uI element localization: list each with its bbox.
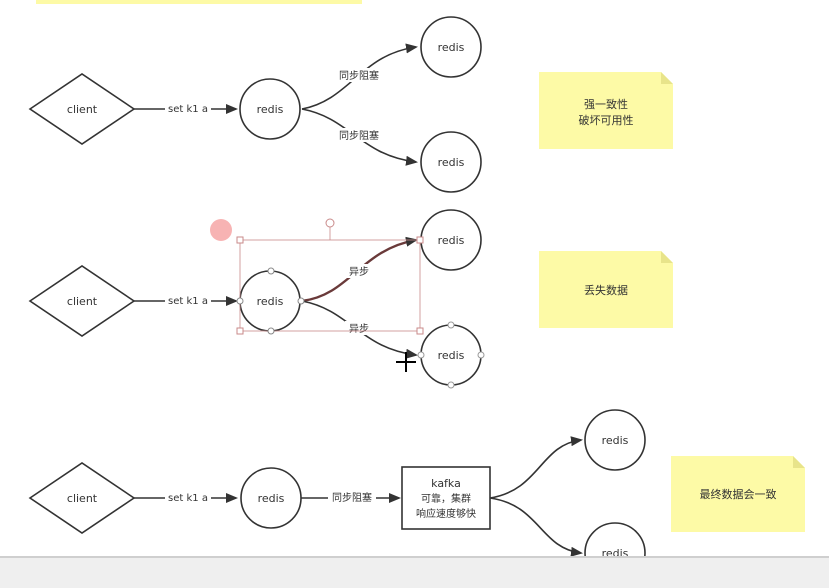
edge-label-async-bottom: 异步 bbox=[349, 323, 369, 335]
resize-handle[interactable] bbox=[416, 236, 424, 244]
edge-label-bg bbox=[165, 293, 211, 307]
edge-label-bg bbox=[345, 264, 373, 278]
kafka-line-1: kafka bbox=[431, 477, 461, 490]
kafka-line-3: 响应速度够快 bbox=[416, 507, 476, 520]
note-line-1: 强一致性 bbox=[584, 97, 628, 111]
edge-label-bg bbox=[345, 321, 373, 335]
redis-top-label: redis bbox=[602, 434, 629, 447]
edge-label-bg bbox=[165, 490, 211, 504]
edge-label-bg bbox=[335, 128, 383, 142]
resize-handle[interactable] bbox=[236, 236, 244, 244]
sticky-note[interactable]: 最终数据会一致 bbox=[671, 456, 805, 532]
redis-hub-node[interactable] bbox=[239, 78, 301, 140]
edge-label-sync: 同步阻塞 bbox=[332, 491, 372, 504]
resize-handle[interactable] bbox=[416, 327, 424, 335]
edge-kafka-top[interactable] bbox=[489, 436, 583, 499]
redis-hub-label: redis bbox=[258, 492, 285, 505]
edge-label-bg bbox=[165, 101, 211, 115]
redis-bottom-label: redis bbox=[438, 156, 465, 169]
client-label: client bbox=[67, 295, 98, 308]
kafka-node[interactable] bbox=[401, 466, 491, 530]
edge-label-sync-bottom: 同步阻塞 bbox=[339, 129, 379, 142]
client-label: client bbox=[67, 492, 98, 505]
edge-label-set: set k1 a bbox=[168, 104, 208, 115]
resize-handle[interactable] bbox=[236, 327, 244, 335]
edge-kafka-bottom[interactable] bbox=[489, 497, 583, 557]
edge-label-bg bbox=[335, 68, 383, 82]
move-cursor-icon bbox=[396, 352, 416, 372]
note-line-1: 丢失数据 bbox=[584, 283, 628, 297]
edge-label-bg bbox=[328, 490, 376, 504]
partial-note bbox=[36, 0, 362, 4]
sticky-note[interactable]: 丢失数据 bbox=[539, 251, 673, 328]
kafka-line-2: 可靠，集群 bbox=[421, 492, 471, 505]
sticky-note[interactable]: 强一致性 破坏可用性 bbox=[539, 72, 673, 149]
redis-hub-label: redis bbox=[257, 103, 284, 116]
row-1: client set k1 a redis 同步阻塞 同步阻塞 redis re… bbox=[28, 16, 673, 193]
rotate-handle[interactable] bbox=[325, 218, 335, 228]
note-line-2: 破坏可用性 bbox=[579, 113, 634, 127]
redis-top-label: redis bbox=[438, 234, 465, 247]
row-2: client set k1 a redis 异步 异步 redis redis bbox=[28, 209, 673, 389]
cursor-highlight bbox=[210, 219, 232, 241]
connection-points[interactable] bbox=[417, 321, 485, 389]
note-line-1: 最终数据会一致 bbox=[700, 487, 777, 501]
redis-top-node[interactable] bbox=[420, 16, 482, 78]
selection-box[interactable] bbox=[236, 218, 424, 335]
edge-label-async-top: 异步 bbox=[349, 266, 369, 278]
edge-label-sync-top: 同步阻塞 bbox=[339, 69, 379, 82]
redis-bottom-label: redis bbox=[438, 349, 465, 362]
bottom-scroll-bar[interactable] bbox=[0, 556, 829, 588]
redis-bottom-node[interactable] bbox=[420, 131, 482, 193]
edge-label-set: set k1 a bbox=[168, 493, 208, 504]
edge-label-set: set k1 a bbox=[168, 296, 208, 307]
redis-hub-label: redis bbox=[257, 295, 284, 308]
client-label: client bbox=[67, 103, 98, 116]
redis-top-node[interactable] bbox=[584, 409, 646, 471]
redis-top-label: redis bbox=[438, 41, 465, 54]
